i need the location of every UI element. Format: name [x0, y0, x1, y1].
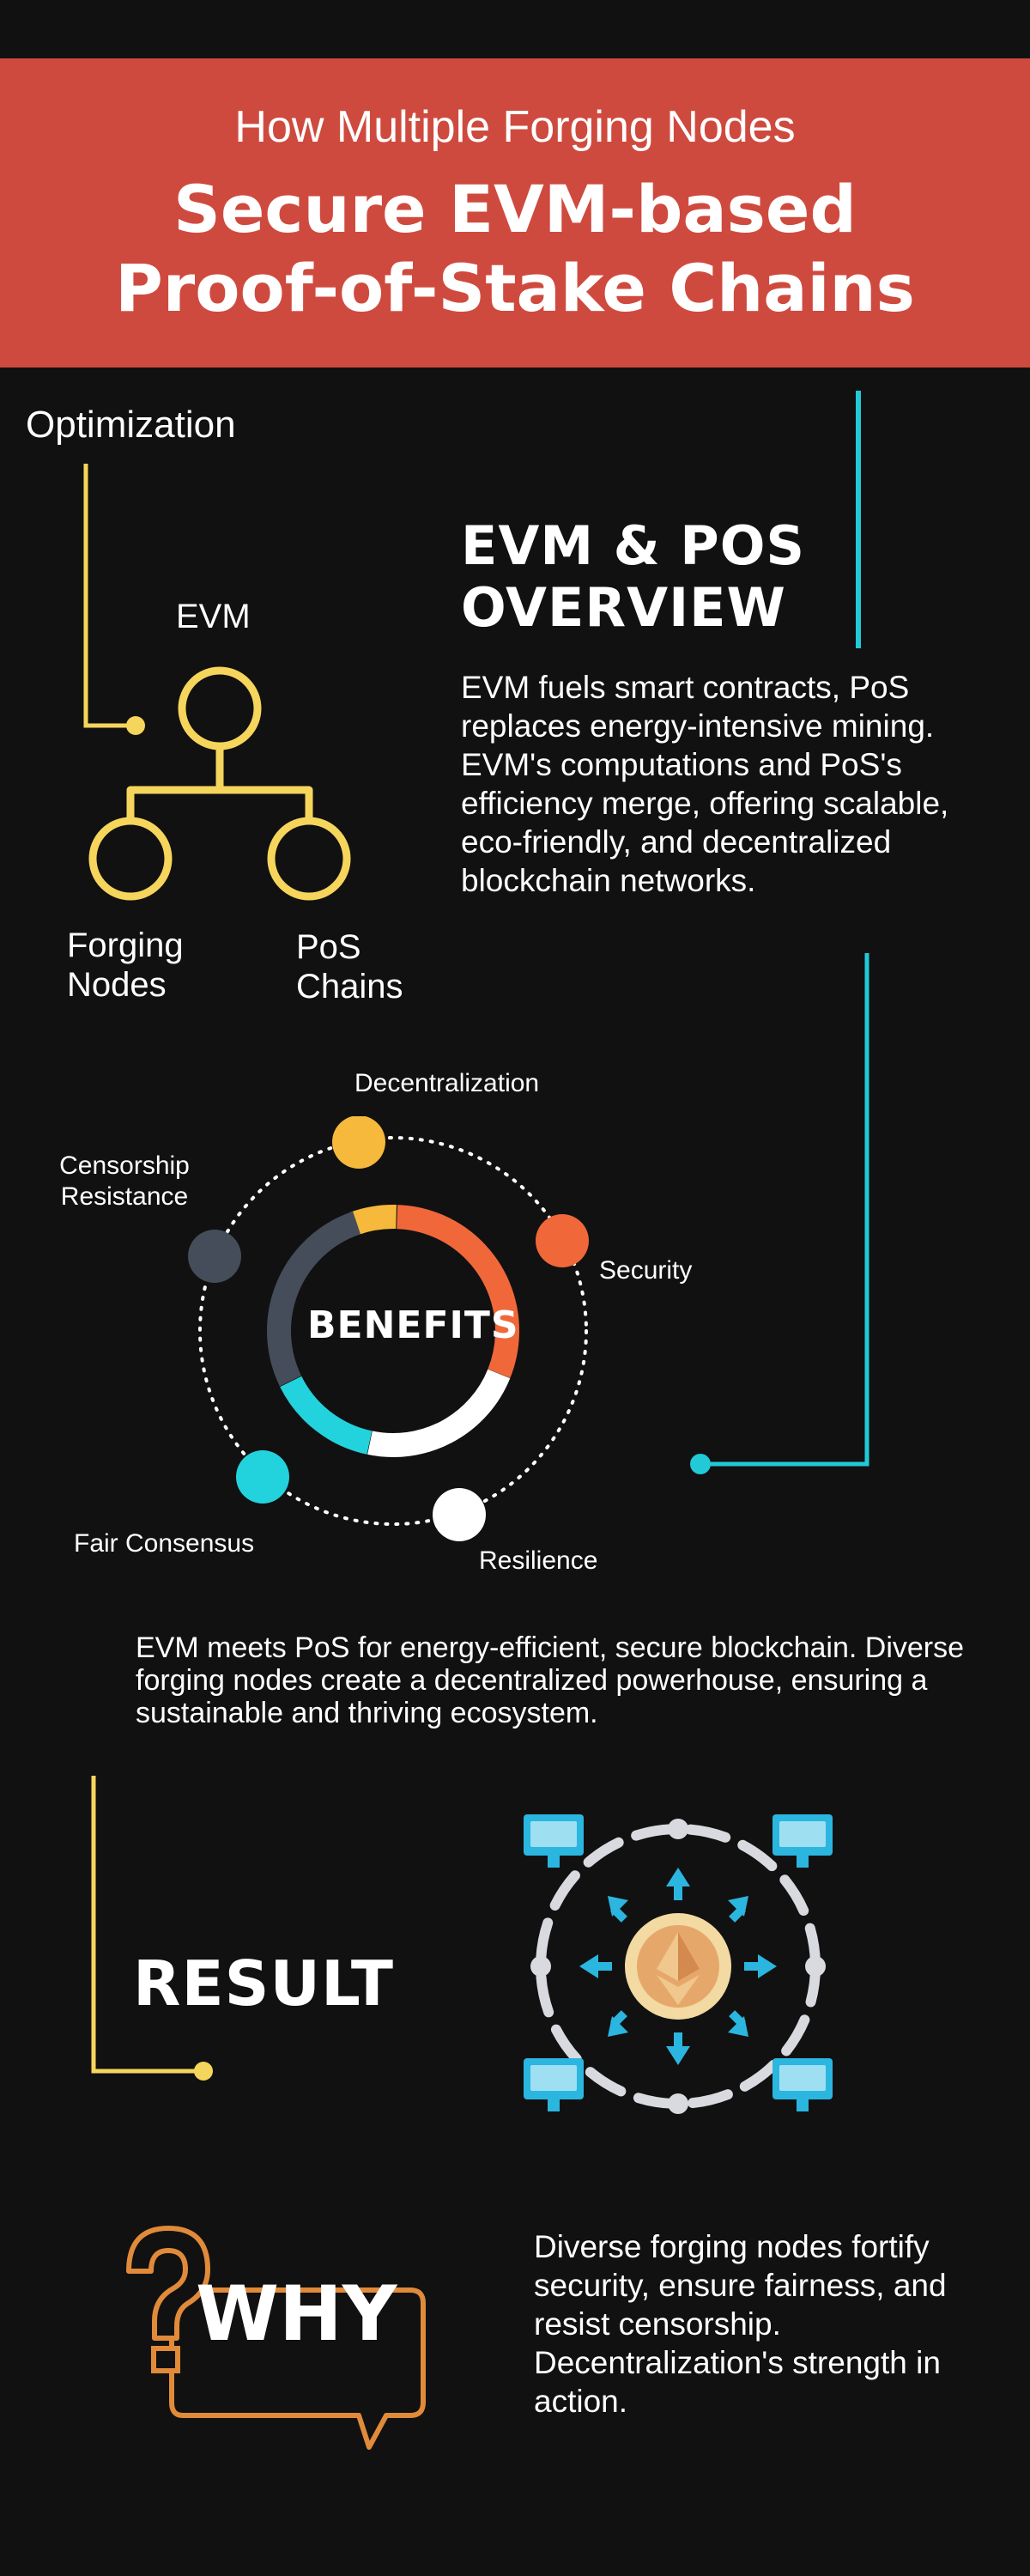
benefit-dot-fair-consensus	[236, 1450, 289, 1504]
forging-nodes-label: Forging Nodes	[67, 927, 184, 1004]
benefit-dot-censorship-resistance	[188, 1230, 241, 1283]
why-body: Diverse forging nodes fortify security, …	[534, 2229, 947, 2419]
benefit-dot-resilience	[433, 1488, 486, 1541]
result-connector-dot	[194, 2062, 213, 2081]
header-banner: How Multiple Forging Nodes Secure EVM-ba…	[0, 58, 1030, 368]
donut-segment-fair-consensus	[267, 1205, 519, 1457]
overview-title-line1: EVM & POS	[461, 514, 806, 577]
benefit-label-decentralization: Decentralization	[354, 1069, 540, 1097]
header-title: Secure EVM-based Proof-of-Stake Chains	[115, 171, 915, 326]
benefit-dot-security	[536, 1214, 589, 1267]
benefit-label-censorship-resistance: Censorship Resistance	[59, 1151, 190, 1211]
donut-segment-security	[267, 1205, 519, 1457]
evm-tree-diagram	[83, 464, 351, 901]
bracket-dot	[690, 1454, 711, 1474]
evm-label: EVM	[176, 598, 251, 635]
why-title: WHY	[196, 2269, 397, 2358]
benefit-label-fair-consensus: Fair Consensus	[74, 1529, 255, 1558]
benefit-label-resilience: Resilience	[479, 1546, 598, 1575]
result-connector	[91, 1776, 213, 2081]
forging-nodes-node	[88, 817, 173, 901]
benefits-center-label: BENEFITS	[307, 1303, 519, 1347]
overview-accent-line	[856, 391, 861, 648]
benefits-ring-diagram	[188, 1116, 589, 1541]
overview-title-line2: OVERVIEW	[461, 576, 786, 639]
pos-chains-node	[267, 817, 351, 901]
overview-body: EVM fuels smart contracts, PoS replaces …	[461, 670, 949, 898]
benefits-bracket	[690, 953, 869, 1474]
result-title: RESULT	[133, 1947, 395, 2020]
benefits-summary: EVM meets PoS for energy-efficient, secu…	[136, 1631, 965, 1729]
benefits-outer-dotted-ring	[198, 1136, 588, 1526]
donut-segment-censorship-resistance	[267, 1205, 520, 1458]
why-speech-bubble-icon	[126, 2226, 426, 2450]
ethereum-network-icon	[524, 1814, 833, 2114]
optimization-label: Optimization	[26, 404, 236, 446]
benefit-dot-decentralization	[332, 1116, 385, 1169]
connector-dot	[126, 716, 145, 735]
header-subtitle: How Multiple Forging Nodes	[234, 102, 796, 152]
optimization-connector-line	[83, 464, 130, 728]
pos-chains-label: PoS Chains	[296, 928, 403, 1005]
benefit-label-security: Security	[599, 1256, 693, 1285]
evm-root-node	[178, 666, 262, 750]
